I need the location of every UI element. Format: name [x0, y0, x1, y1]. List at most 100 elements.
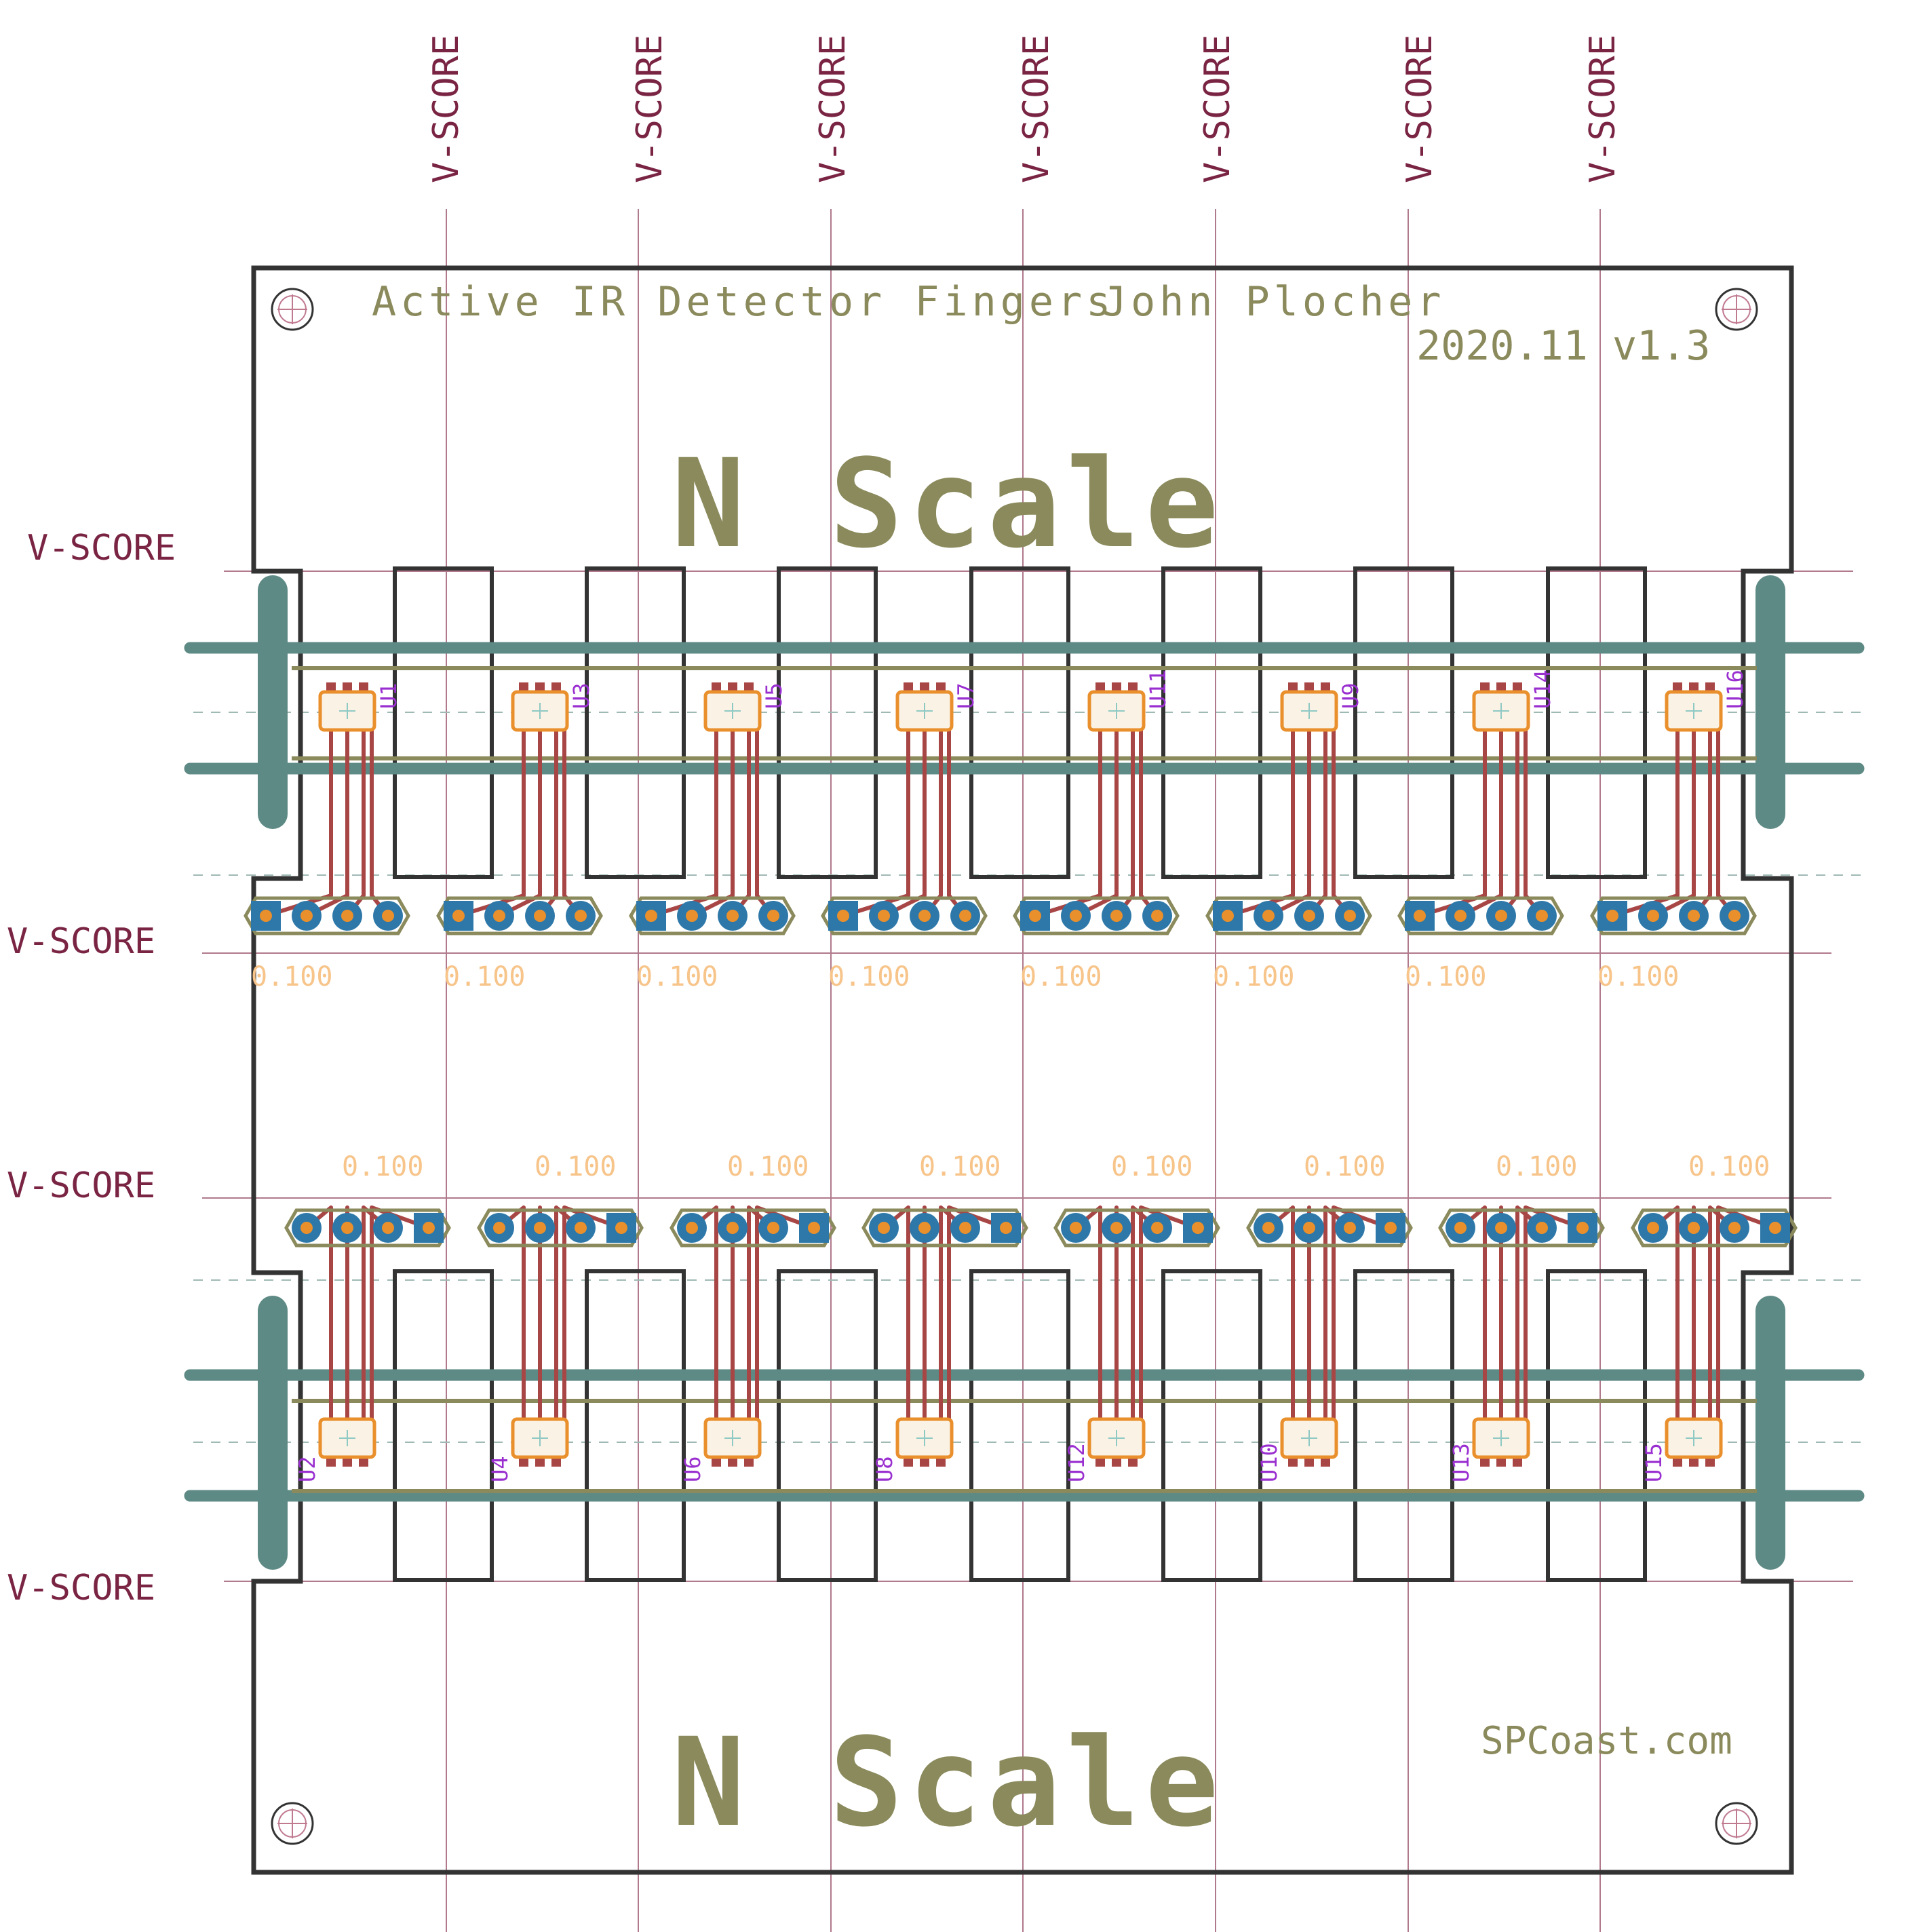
refdes-bottom: U8 — [872, 1456, 897, 1482]
vscore-label-left-3: V-SCORE — [7, 1165, 155, 1206]
refdes-bottom: U13 — [1448, 1443, 1474, 1482]
vscore-label-top-7: V-SCORE — [1583, 35, 1623, 183]
website-label: SPCoast.com — [1481, 1719, 1732, 1763]
vscore-label-left-2: V-SCORE — [7, 921, 155, 962]
pitch-label-bottom: 0.100 — [919, 1151, 1001, 1182]
traces — [1074, 1205, 1199, 1421]
pin-header — [1053, 1208, 1220, 1248]
finger-slot-bottom — [777, 1269, 878, 1582]
pitch-label-bottom: 0.100 — [342, 1151, 423, 1182]
refdes-bottom: U15 — [1641, 1443, 1667, 1482]
ir-sensor — [1087, 682, 1146, 732]
ir-sensor — [1472, 1417, 1530, 1467]
traces — [305, 1205, 430, 1421]
finger-slot-top — [777, 566, 878, 879]
vscore-labels: V-SCORE V-SCORE V-SCORE V-SCORE V-SCORE … — [7, 35, 1623, 1608]
ir-sensor — [895, 682, 954, 732]
ir-sensor — [318, 682, 376, 732]
vscore-label-top-4: V-SCORE — [1016, 35, 1057, 183]
ir-sensor — [1472, 682, 1530, 732]
pin-header — [1438, 1208, 1605, 1248]
pitch-label-bottom: 0.100 — [1304, 1151, 1385, 1182]
refdes-top: U16 — [1722, 670, 1748, 709]
refdes-bottom: U4 — [487, 1456, 513, 1482]
ir-sensor — [511, 682, 569, 732]
pin-header — [821, 896, 988, 935]
ir-sensor — [895, 1417, 954, 1467]
traces — [651, 692, 775, 918]
pin-header — [1246, 1208, 1413, 1248]
refdes-top: U3 — [568, 682, 594, 709]
traces — [882, 1205, 1007, 1421]
vscore-label-left-4: V-SCORE — [7, 1568, 155, 1608]
traces — [1459, 1205, 1584, 1421]
board-outline — [251, 265, 1794, 1875]
pin-header — [477, 1208, 644, 1248]
mounting-holes — [271, 288, 1758, 1845]
pin-header — [1590, 896, 1757, 935]
vscore-label-left-1: V-SCORE — [27, 528, 176, 568]
pin-header — [1013, 896, 1180, 935]
pin-header — [1397, 896, 1564, 935]
vscore-label-top-2: V-SCORE — [629, 35, 670, 183]
refdes-bottom: U6 — [680, 1456, 705, 1482]
pitch-label-bottom: 0.100 — [535, 1151, 616, 1182]
ir-sensor — [703, 682, 762, 732]
finger-slot-top — [585, 566, 686, 879]
pin-header — [244, 896, 410, 935]
board-author: John Plocher — [1102, 278, 1445, 326]
vscore-lines — [202, 209, 1853, 1932]
ir-sensor — [511, 1417, 569, 1467]
pitch-label-top: 0.100 — [1213, 961, 1294, 992]
refdes-top: U7 — [953, 682, 979, 709]
pin-header — [1631, 1208, 1798, 1248]
pin-header — [670, 1208, 836, 1248]
finger-slot-top — [1161, 566, 1262, 879]
pitch-label-top: 0.100 — [636, 961, 718, 992]
vscore-label-top-1: V-SCORE — [426, 35, 467, 183]
ir-sensor — [1665, 682, 1723, 732]
vscore-label-top-5: V-SCORE — [1197, 35, 1238, 183]
scale-label-bottom: N Scale — [672, 1712, 1224, 1854]
pitch-label-top: 0.100 — [444, 961, 525, 992]
pin-header — [629, 896, 796, 935]
finger-slot-bottom — [585, 1269, 686, 1582]
silk-strips — [292, 666, 1757, 1493]
scale-label-top: N Scale — [672, 433, 1224, 575]
board-title: Active IR Detector Fingers — [372, 278, 1114, 326]
mounting-hole — [1715, 288, 1758, 331]
refdes-top: U11 — [1145, 670, 1171, 709]
pin-header — [284, 1208, 451, 1248]
refdes-top: U5 — [761, 682, 787, 709]
pitch-label-bottom: 0.100 — [1496, 1151, 1577, 1182]
mounting-hole — [271, 1802, 314, 1845]
pitch-label-top: 0.100 — [828, 961, 910, 992]
refdes-bottom: U10 — [1256, 1443, 1282, 1482]
pin-header — [1205, 896, 1372, 935]
board-version: 2020.11 v1.3 — [1416, 322, 1710, 370]
ir-sensor — [318, 1417, 376, 1467]
finger-slot-top — [1353, 566, 1454, 879]
ir-sensor — [1665, 1417, 1723, 1467]
finger-slot-bottom — [1353, 1269, 1454, 1582]
vscore-label-top-6: V-SCORE — [1399, 35, 1440, 183]
refdes-top: U9 — [1338, 682, 1363, 709]
dashed-guides — [193, 712, 1865, 1443]
pitch-label-bottom: 0.100 — [1688, 1151, 1770, 1182]
finger-slot-top — [969, 566, 1070, 879]
ir-sensor — [1280, 1417, 1338, 1467]
finger-slot-bottom — [1546, 1269, 1647, 1582]
finger-slot-bottom — [393, 1269, 494, 1582]
finger-slots — [393, 566, 1647, 1582]
mounting-hole — [1715, 1802, 1758, 1845]
pitch-label-top: 0.100 — [251, 961, 332, 992]
pin-header — [861, 1208, 1028, 1248]
traces — [1267, 1205, 1392, 1421]
pin-header — [436, 896, 603, 935]
pitch-label-top: 0.100 — [1597, 961, 1679, 992]
ir-sensor — [703, 1417, 762, 1467]
pitch-labels: 0.100 0.100 0.100 0.100 0.100 0.100 0.100 0.100… — [251, 961, 1770, 1182]
mounting-hole — [271, 288, 314, 331]
finger-slot-top — [393, 566, 494, 879]
